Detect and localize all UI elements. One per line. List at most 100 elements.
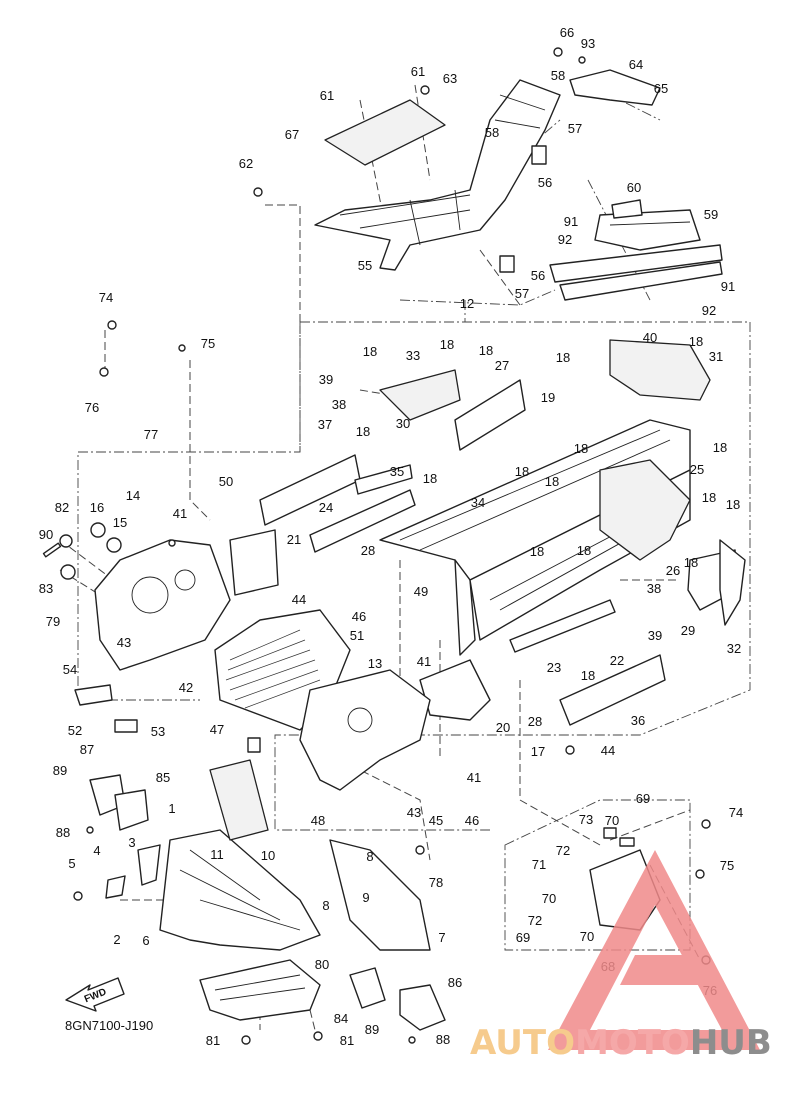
callout-52: 52 [68,723,82,738]
callout-88: 88 [56,825,70,840]
callout-51: 51 [350,628,364,643]
callout-70: 70 [580,929,594,944]
callout-13: 13 [368,656,382,671]
callout-18: 18 [515,464,529,479]
callout-18: 18 [363,344,377,359]
callout-30: 30 [396,416,410,431]
callout-82: 82 [55,500,69,515]
front-frame [42,522,431,791]
callout-79: 79 [46,614,60,629]
callout-62: 62 [239,156,253,171]
callout-34: 34 [471,495,485,510]
callout-18: 18 [440,337,454,352]
callout-18: 18 [556,350,570,365]
callout-76: 76 [85,400,99,415]
callout-18: 18 [423,471,437,486]
callout-12: 12 [460,296,474,311]
callout-90: 90 [39,527,53,542]
watermark-auto: AUTO [470,1023,575,1063]
callout-44: 44 [292,592,306,607]
callout-89: 89 [365,1022,379,1037]
callout-23: 23 [547,660,561,675]
callout-11: 11 [210,847,224,862]
diagram-code: 8GN7100-J190 [65,1018,153,1033]
callout-69: 69 [516,930,530,945]
callout-41: 41 [467,770,481,785]
callout-59: 59 [704,207,718,222]
callout-20: 20 [496,720,510,735]
callout-18: 18 [702,490,716,505]
callout-18: 18 [684,555,698,570]
callout-65: 65 [654,81,668,96]
callout-27: 27 [495,358,509,373]
callout-67: 67 [285,127,299,142]
callout-58: 58 [551,68,565,83]
callout-8: 8 [322,898,329,913]
callout-50: 50 [219,474,233,489]
callout-46: 46 [352,609,366,624]
callout-5: 5 [68,856,75,871]
callout-41: 41 [173,506,187,521]
callout-22: 22 [610,653,624,668]
callout-2: 2 [113,932,120,947]
callout-72: 72 [528,913,542,928]
callout-75: 75 [201,336,215,351]
callout-38: 38 [332,397,346,412]
callout-53: 53 [151,724,165,739]
callout-83: 83 [39,581,53,596]
callout-29: 29 [681,623,695,638]
callout-18: 18 [479,343,493,358]
callout-43: 43 [117,635,131,650]
callout-60: 60 [627,180,641,195]
callout-58: 58 [485,125,499,140]
callout-15: 15 [113,515,127,530]
watermark-moto: MOTO [575,1023,690,1063]
callout-75: 75 [720,858,734,873]
callout-85: 85 [156,770,170,785]
callout-61: 61 [320,88,334,103]
callout-8: 8 [366,849,373,864]
callout-57: 57 [515,286,529,301]
callout-26: 26 [666,563,680,578]
callout-55: 55 [358,258,372,273]
callout-33: 33 [406,348,420,363]
callout-93: 93 [581,36,595,51]
callout-46: 46 [465,813,479,828]
callout-18: 18 [574,441,588,456]
callout-38: 38 [647,581,661,596]
callout-81: 81 [340,1033,354,1048]
callout-35: 35 [390,464,404,479]
lower-chassis [74,684,446,1031]
callout-40: 40 [643,330,657,345]
callout-63: 63 [443,71,457,86]
callout-42: 42 [179,680,193,695]
callout-17: 17 [531,744,545,759]
fasteners [73,47,711,1045]
callout-73: 73 [579,812,593,827]
watermark-logo-icon [548,850,760,1050]
callout-39: 39 [319,372,333,387]
callout-4: 4 [93,843,100,858]
callout-31: 31 [709,349,723,364]
callout-70: 70 [605,813,619,828]
callout-16: 16 [90,500,104,515]
fwd-arrow-icon: FWD [65,977,125,1012]
callout-77: 77 [144,427,158,442]
callout-18: 18 [713,440,727,455]
callout-3: 3 [128,835,135,850]
main-frame [229,339,746,726]
rear-rack-assembly [314,69,723,301]
callout-7: 7 [438,930,445,945]
callout-80: 80 [315,957,329,972]
callout-14: 14 [126,488,140,503]
callout-70: 70 [542,891,556,906]
callout-92: 92 [558,232,572,247]
callout-19: 19 [541,390,555,405]
callout-18: 18 [581,668,595,683]
callout-48: 48 [311,813,325,828]
callout-74: 74 [99,290,113,305]
callout-91: 91 [721,279,735,294]
callout-88: 88 [436,1032,450,1047]
callout-56: 56 [538,175,552,190]
